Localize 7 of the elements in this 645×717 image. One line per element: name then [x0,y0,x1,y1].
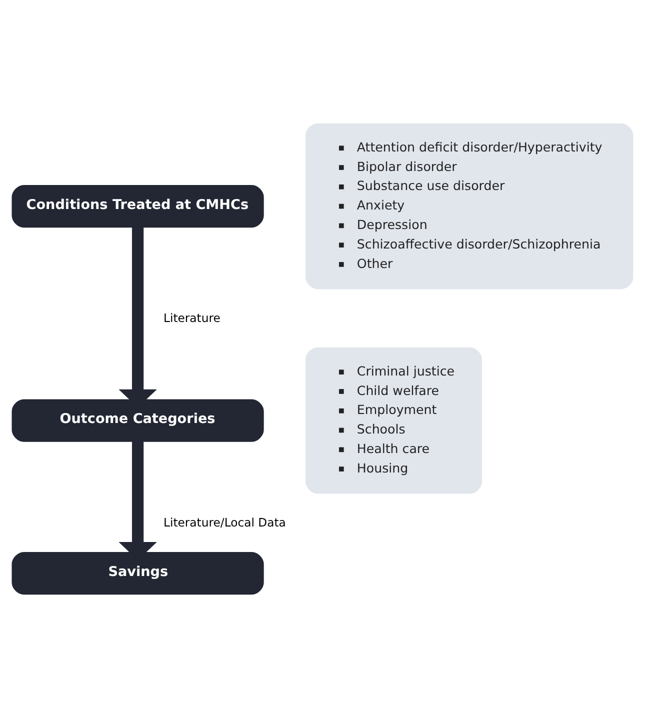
node-box: Criminal justice Child welfare Employment Schools Health care Housing [306,346,482,494]
node-box: Savings [12,551,264,594]
node-box: Conditions Treated at CMHCs [12,184,264,228]
edge-label: Literature [163,310,220,324]
node-box: Outcome Categories [12,398,264,442]
edge-label: Literature/Local Data [163,514,286,529]
node-box: Attention deficit disorder/Hyperactivity Bipolar disorder Substance use disorder Anxiety Depression Schizoaffective disorder/Schizophrenia Other [306,122,634,289]
